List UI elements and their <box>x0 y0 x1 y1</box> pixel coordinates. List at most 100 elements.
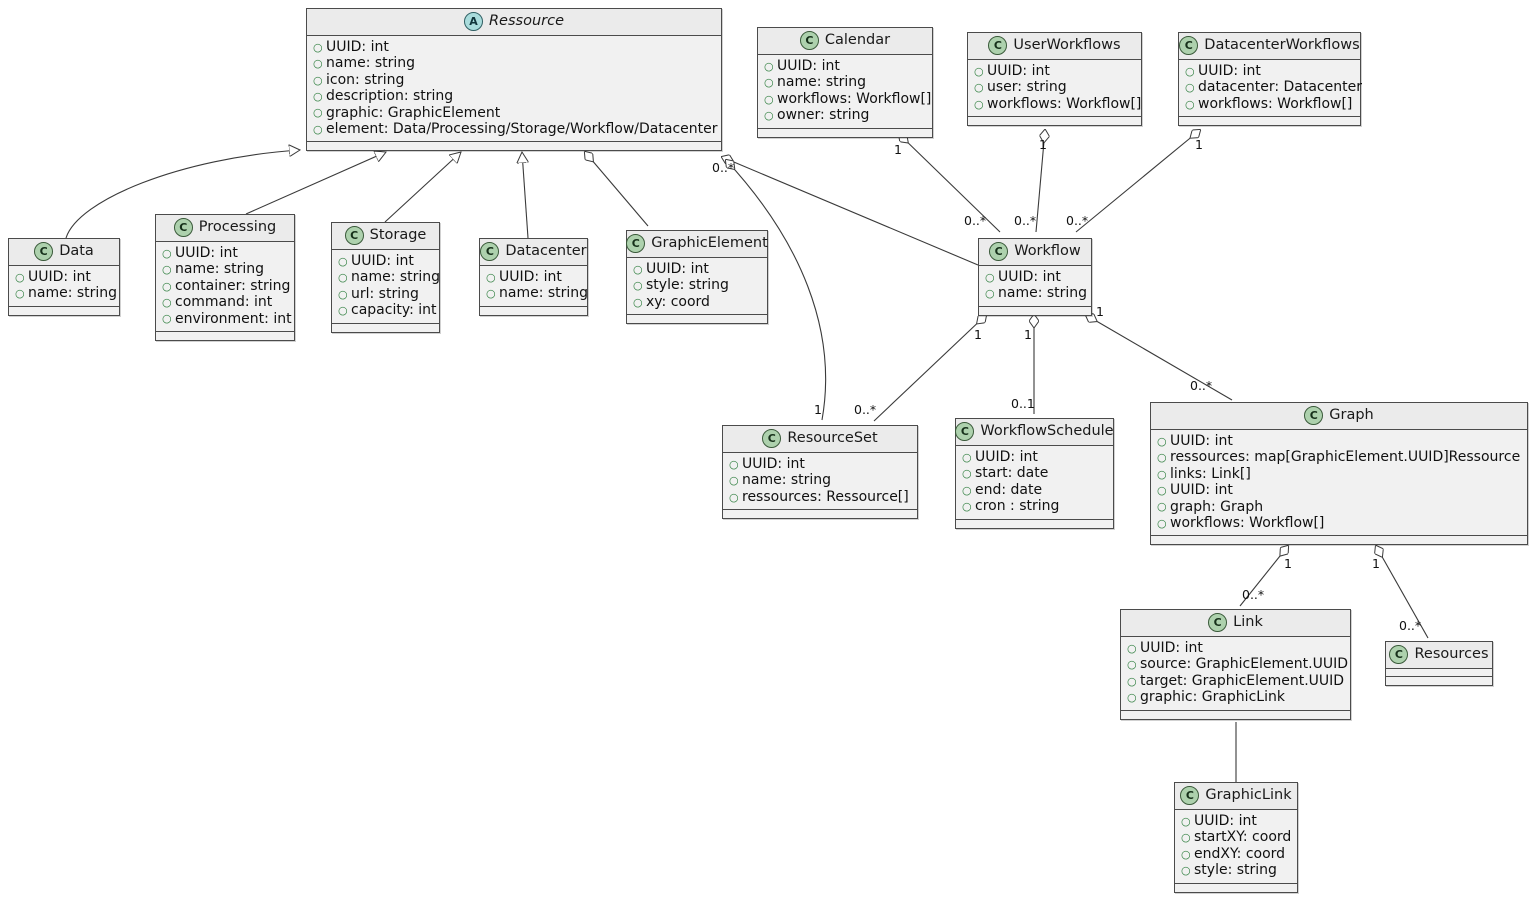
visibility-public-icon: ○ <box>1185 81 1195 95</box>
class-attribute: ○name: string <box>162 261 288 277</box>
class-attribute: ○name: string <box>313 55 715 71</box>
attribute-text: name: string <box>998 285 1088 302</box>
class-attribute: ○UUID: int <box>313 39 715 55</box>
class-attributes-link: ○UUID: int○source: GraphicElement.UUID○t… <box>1121 637 1350 711</box>
multiplicity-label: 0..1 <box>1011 396 1035 411</box>
class-attribute: ○UUID: int <box>486 269 581 285</box>
class-header-resourceset: C ResourceSet <box>723 426 917 453</box>
edge-ressource-graphicelement <box>585 152 649 227</box>
multiplicity-label: 1 <box>974 327 982 342</box>
class-methods-datacenter <box>480 306 587 315</box>
attribute-text: start: date <box>975 465 1049 482</box>
class-attribute: ○element: Data/Processing/Storage/Workfl… <box>313 121 717 137</box>
multiplicity-label: 1 <box>1096 304 1104 319</box>
class-attribute: ○end: date <box>962 482 1107 498</box>
attribute-text: UUID: int <box>987 63 1050 79</box>
attribute-text: name: string <box>326 55 416 72</box>
attribute-text: UUID: int <box>28 269 91 285</box>
multiplicity-label: 1 <box>1039 137 1047 152</box>
visibility-public-icon: ○ <box>633 262 643 276</box>
attribute-text: cron : string <box>975 498 1060 515</box>
class-attribute: ○environment: int <box>162 311 292 327</box>
attribute-text: owner: string <box>777 107 870 124</box>
class-methods-storage <box>332 323 439 332</box>
class-attribute: ○url: string <box>338 286 433 302</box>
visibility-public-icon: ○ <box>962 450 972 464</box>
class-attributes-workflowschedule: ○UUID: int○start: date○end: date○cron : … <box>956 446 1113 520</box>
class-title-resourceset: ResourceSet <box>787 429 878 446</box>
attribute-text: graphic: GraphicLink <box>1140 689 1285 706</box>
class-attribute: ○name: string <box>764 74 926 90</box>
attribute-text: UUID: int <box>1170 433 1233 449</box>
class-title-data: Data <box>59 242 94 259</box>
class-title-graphiclink: GraphicLink <box>1205 786 1292 803</box>
class-attribute: ○UUID: int <box>162 245 288 261</box>
multiplicity-label: 0..* <box>1014 213 1037 228</box>
uml-class-workflowschedule[interactable]: C WorkflowSchedule ○UUID: int○start: date○… <box>955 418 1114 529</box>
class-attribute: ○graphic: GraphicElement <box>313 105 715 121</box>
class-attribute: ○workflows: Workflow[] <box>1157 515 1521 531</box>
class-icon: C <box>955 422 975 441</box>
class-methods-graphicelement <box>627 315 767 324</box>
class-attribute: ○ressources: Ressource[] <box>729 489 911 505</box>
attribute-text: UUID: int <box>646 261 709 277</box>
class-attribute: ○UUID: int <box>633 261 761 277</box>
multiplicity-label: 1 <box>1372 556 1380 571</box>
class-attribute: ○UUID: int <box>985 269 1085 285</box>
edge-processing-ressource <box>245 152 386 215</box>
class-attribute: ○links: Link[] <box>1157 466 1521 482</box>
visibility-public-icon: ○ <box>1127 658 1137 672</box>
class-methods-ressource <box>307 142 721 151</box>
class-attribute: ○workflows: Workflow[] <box>1185 96 1354 112</box>
multiplicity-label: 1 <box>1195 137 1203 152</box>
attribute-text: startXY: coord <box>1194 829 1292 846</box>
class-title-calendar: Calendar <box>824 31 891 48</box>
visibility-public-icon: ○ <box>1157 467 1167 481</box>
class-title-workflowschedule: WorkflowSchedule <box>980 422 1114 439</box>
visibility-public-icon: ○ <box>1185 64 1195 78</box>
class-attributes-resources <box>1386 669 1492 677</box>
attribute-text: UUID: int <box>975 449 1038 465</box>
class-methods-userworkflows <box>968 117 1141 126</box>
class-attributes-data: ○UUID: int○name: string <box>9 266 119 307</box>
class-attributes-processing: ○UUID: int○name: string○container: strin… <box>156 242 294 333</box>
visibility-public-icon: ○ <box>338 303 348 317</box>
class-attribute: ○UUID: int <box>962 449 1107 465</box>
attribute-text: command: int <box>175 294 273 311</box>
class-attributes-calendar: ○UUID: int○name: string○workflows: Workf… <box>758 55 932 129</box>
visibility-public-icon: ○ <box>1157 500 1167 514</box>
visibility-public-icon: ○ <box>15 287 25 301</box>
attribute-text: links: Link[] <box>1170 465 1251 482</box>
class-title-workflow: Workflow <box>1014 242 1081 259</box>
class-attributes-graphicelement: ○UUID: int○style: string○xy: coord <box>627 258 767 316</box>
class-methods-workflowschedule <box>956 519 1113 528</box>
class-icon: C <box>762 429 782 448</box>
attribute-text: workflows: Workflow[] <box>777 90 932 107</box>
visibility-public-icon: ○ <box>1157 451 1167 465</box>
visibility-public-icon: ○ <box>1127 641 1137 655</box>
attribute-text: graph: Graph <box>1170 498 1264 515</box>
visibility-public-icon: ○ <box>1185 97 1195 111</box>
class-attribute: ○target: GraphicElement.UUID <box>1127 673 1344 689</box>
class-attribute: ○workflows: Workflow[] <box>764 91 931 107</box>
class-attributes-datacenter: ○UUID: int○name: string <box>480 266 588 307</box>
